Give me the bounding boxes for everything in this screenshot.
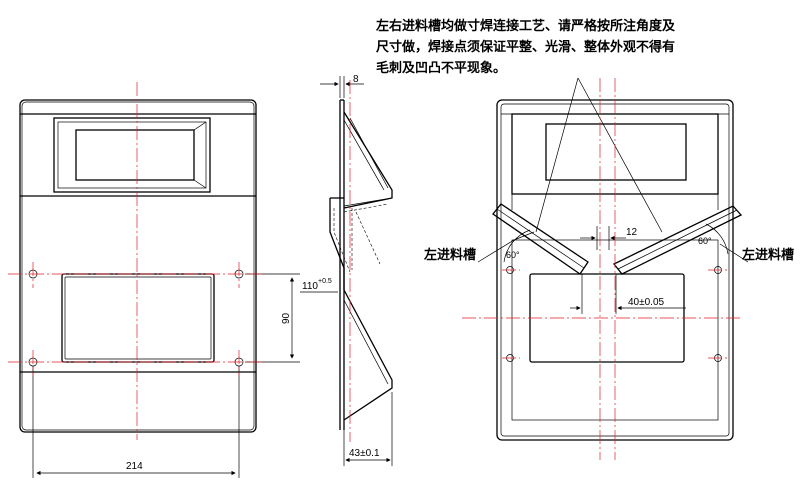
side-thickness-dim: 8 [353,74,359,85]
front-centerlines [8,82,262,440]
side-bottom-dim: 43±0.1 [349,448,380,459]
front-width-dim: 214 [126,461,143,472]
slot-span-dim: 40±0.05 [628,297,665,308]
welding-note: 左右进料槽均做寸焊连接工艺、请严格按所注角度及 尺寸做，焊接点须保证平整、光滑、… [376,16,676,79]
side-offset-dim: 110 [302,281,318,292]
angle-right-label: 60° [698,236,712,246]
back-view: 12 40±0.05 60° 60° [477,77,749,441]
side-view: 8 110 +0.5 43±0.1 [300,74,393,466]
right-slot-callout: 左进料槽 [742,248,795,263]
note-line-1: 左右进料槽均做寸焊连接工艺、请严格按所注角度及 [376,19,676,34]
slot-gap-dim: 12 [626,227,638,238]
back-centerlines [462,78,740,460]
front-view: 90 214 [19,99,300,478]
angle-left-label: 60° [506,250,520,260]
front-height-dim: 90 [281,312,292,324]
left-slot-callout: 左进料槽 [424,248,477,263]
note-line-2: 尺寸做，焊接点须保证平整、光滑、整体外观不得有 [376,40,676,55]
side-offset-tol: +0.5 [318,278,332,285]
note-line-3: 毛刺及凹凸不平现象。 [376,61,507,76]
